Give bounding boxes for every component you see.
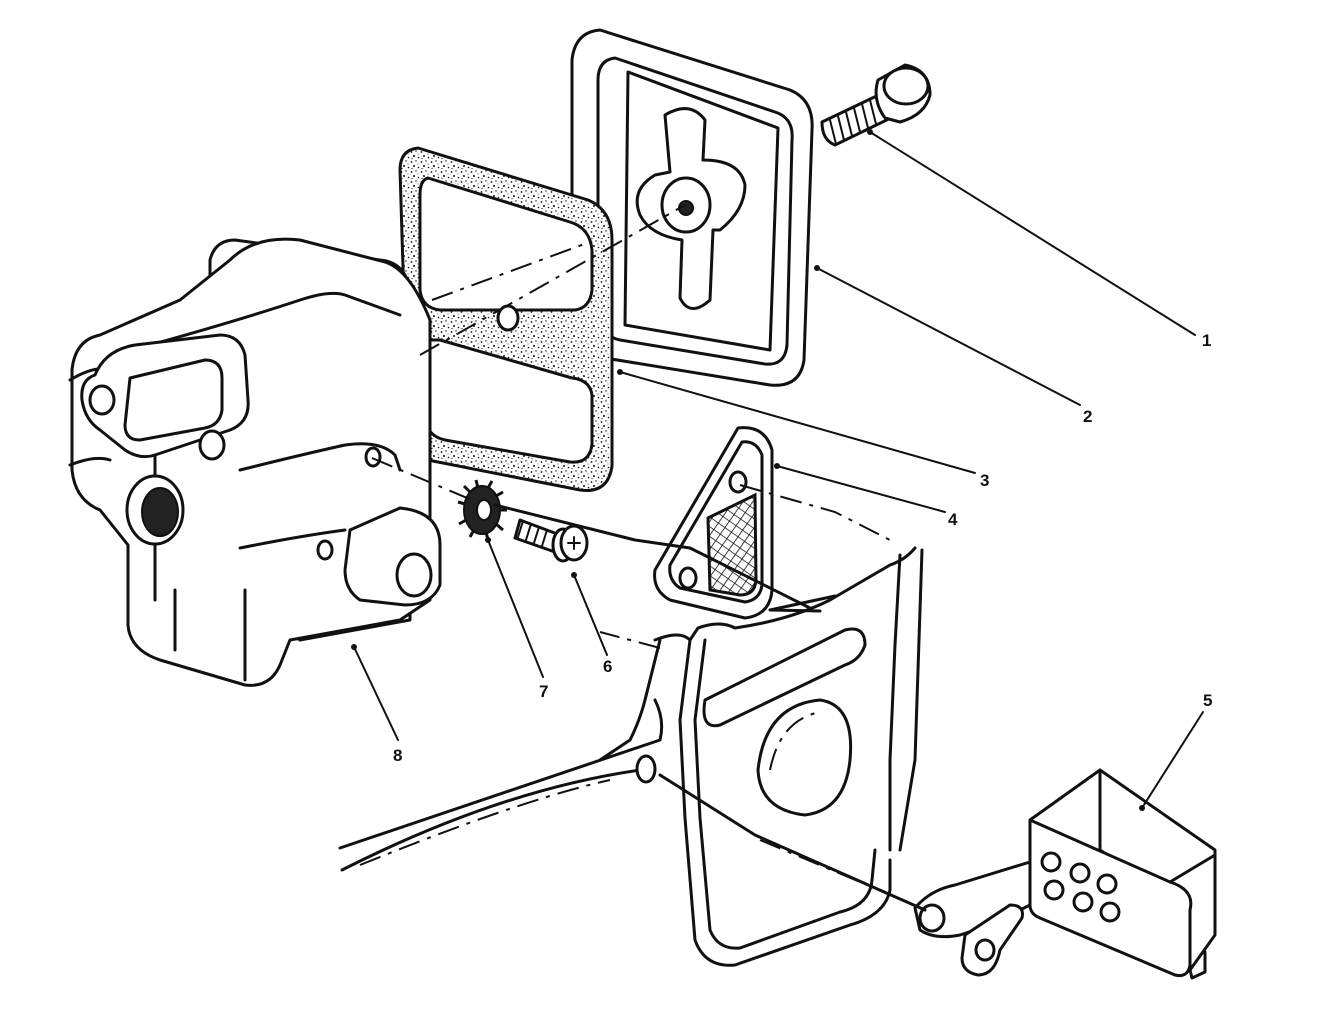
engine-frame xyxy=(338,546,924,967)
callout-1: 1 xyxy=(1202,331,1211,350)
screen-bracket-part-4 xyxy=(653,426,774,620)
callout-6: 6 xyxy=(603,657,612,676)
callout-2: 2 xyxy=(1083,407,1092,426)
callout-4: 4 xyxy=(948,510,958,529)
muffler-body-part-8 xyxy=(68,237,442,687)
callout-5: 5 xyxy=(1203,691,1212,710)
bolt-part-1 xyxy=(820,63,932,147)
leader-lines xyxy=(351,129,1204,811)
gasket-part-3 xyxy=(398,146,614,492)
cover-plate-part-2 xyxy=(570,28,814,387)
spark-arrester-part-5 xyxy=(913,768,1217,980)
callout-8: 8 xyxy=(393,746,402,765)
callout-labels: 1 2 3 4 5 6 7 8 xyxy=(393,331,1212,765)
alignment-lines xyxy=(371,204,927,912)
lock-washer-part-7 xyxy=(457,479,507,541)
callout-3: 3 xyxy=(980,471,989,490)
callout-7: 7 xyxy=(539,682,548,701)
screw-part-6 xyxy=(513,518,589,563)
